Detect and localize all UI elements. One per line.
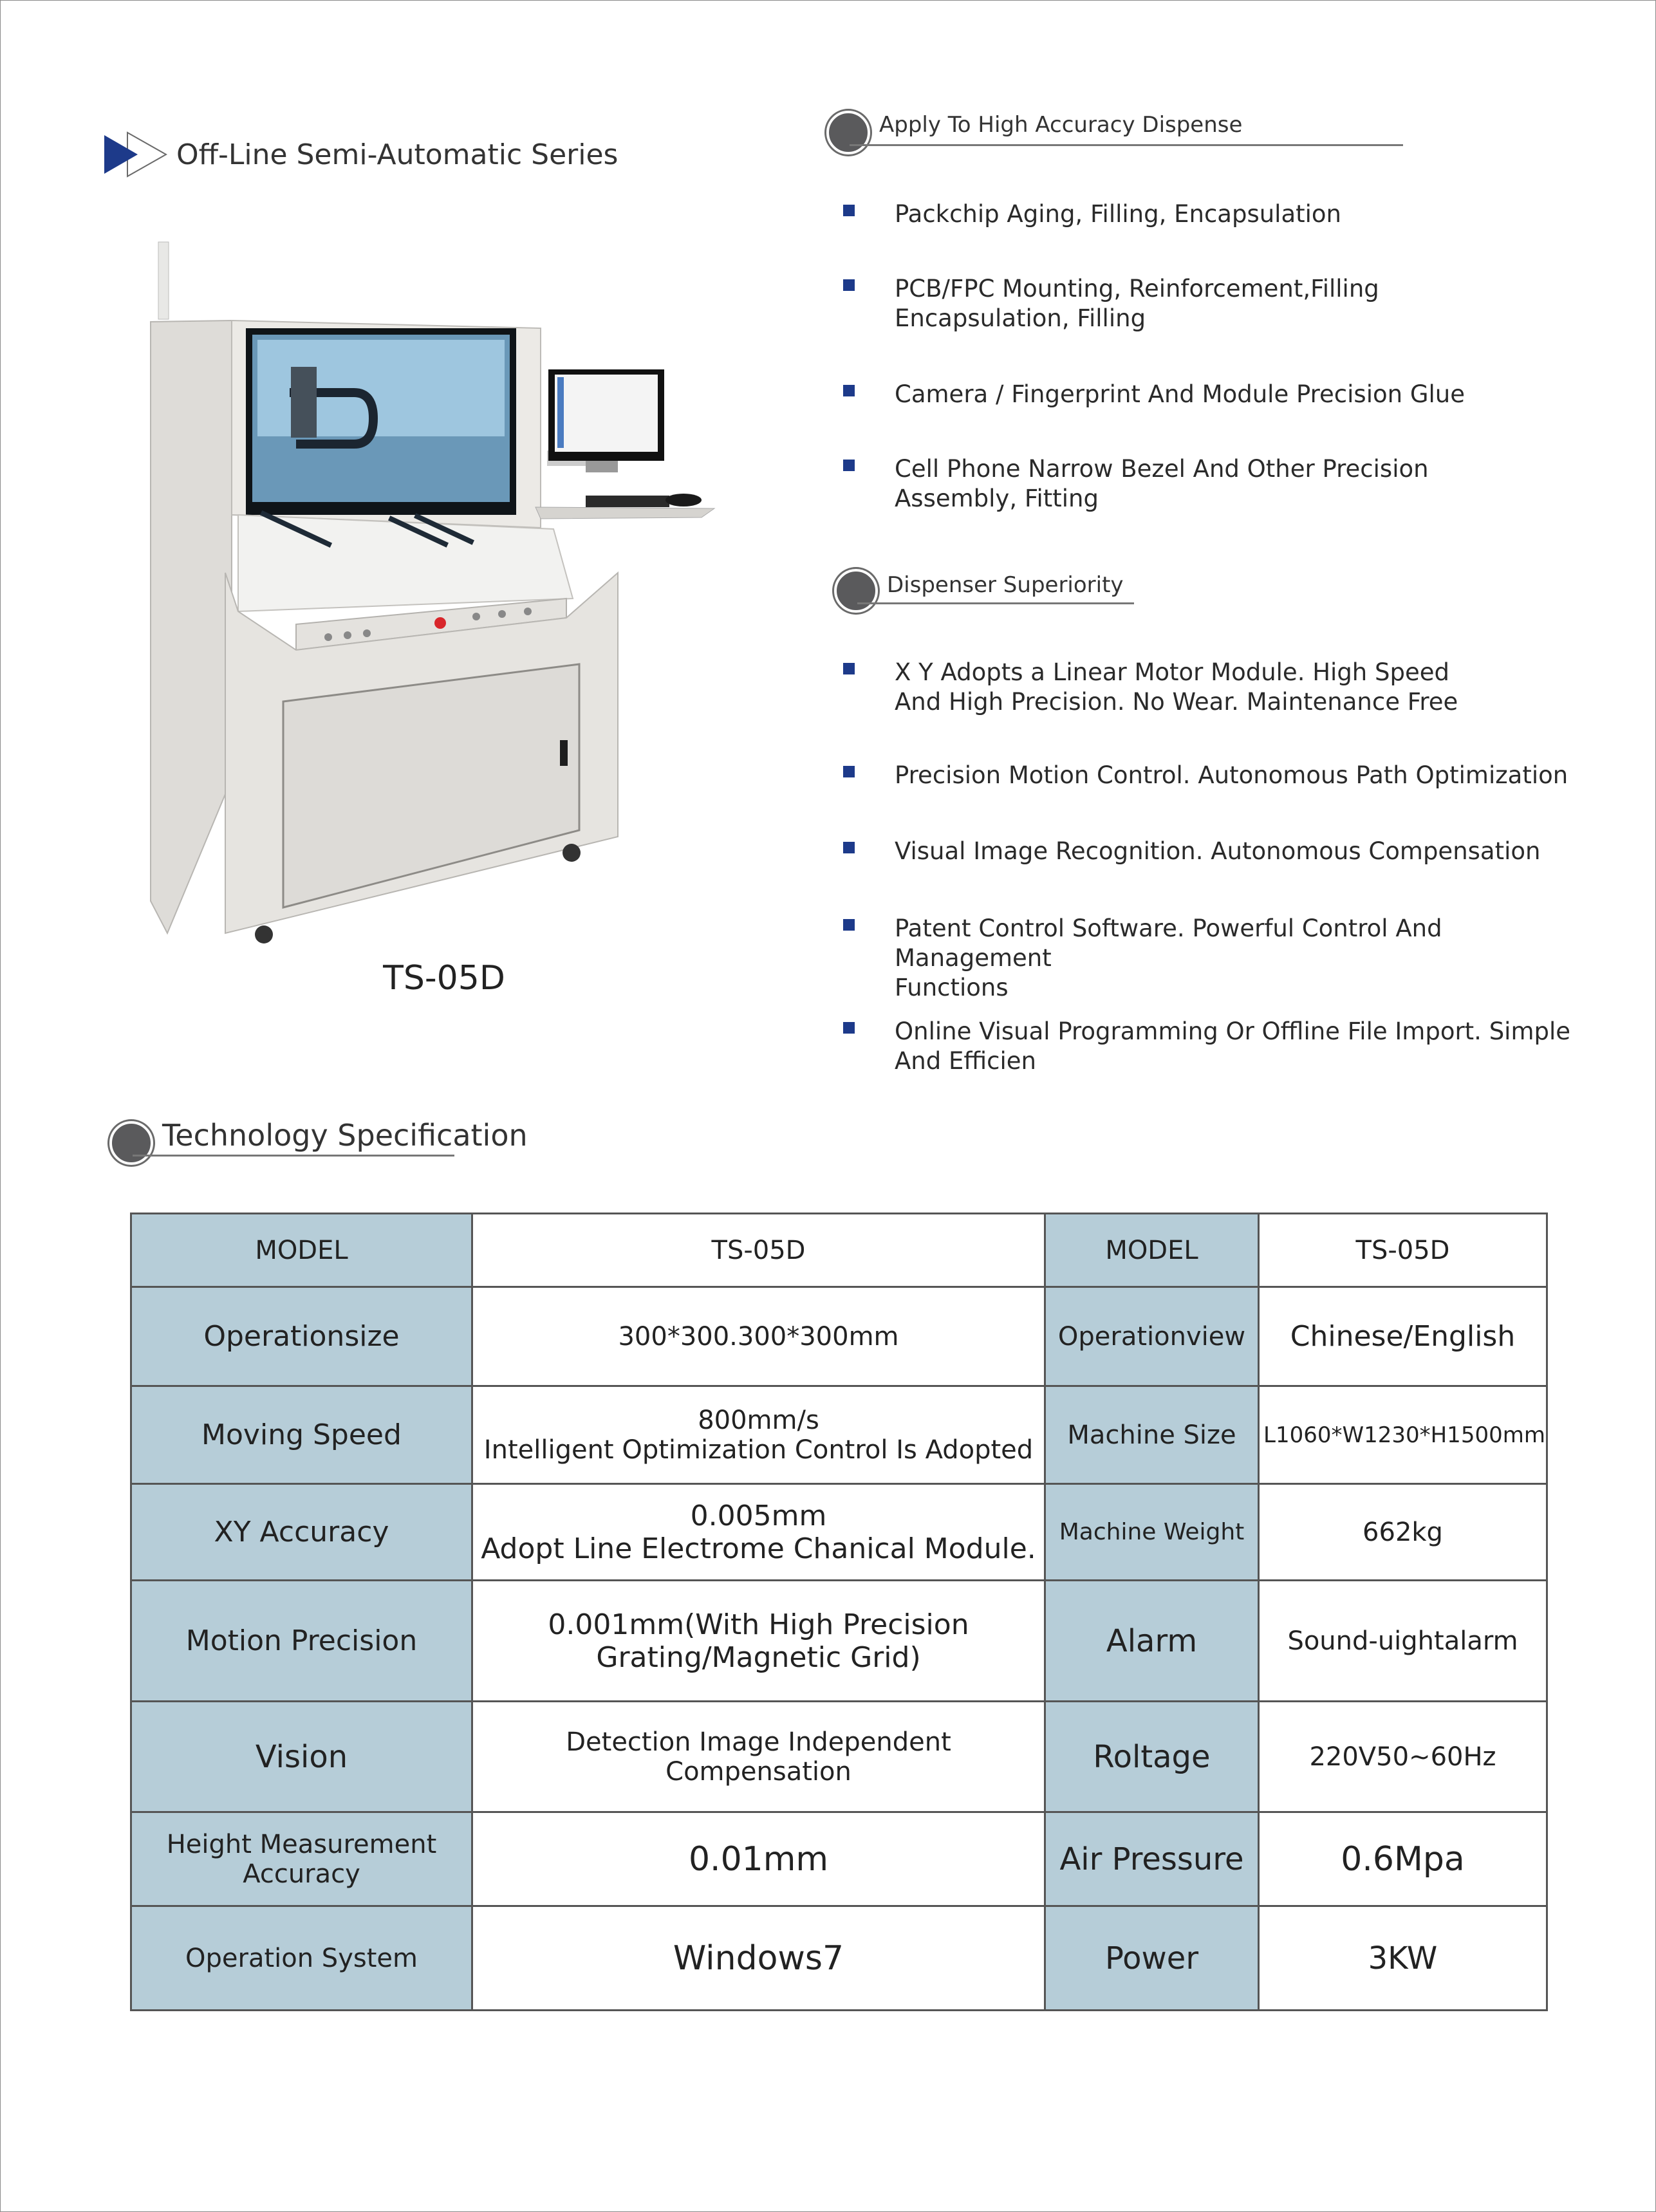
list-item-text: And High Precision. No Wear. Maintenance… (895, 688, 1458, 716)
spec-value: 300*300.300*300mm (471, 1286, 1046, 1387)
spec-value-line: 0.01mm (688, 1839, 829, 1879)
spec-label: Air Pressure (1044, 1811, 1260, 1907)
superiority-section-heading: Dispenser Superiority (834, 569, 1134, 613)
list-item-text: Encapsulation, Filling (895, 304, 1146, 332)
spec-label: Alarm (1044, 1579, 1260, 1702)
circle-bullet-icon (834, 569, 878, 613)
square-bullet-icon (843, 205, 855, 216)
square-bullet-icon (843, 279, 855, 291)
model-caption: TS-05D (383, 959, 505, 998)
spec-label: Machine Weight (1044, 1483, 1260, 1581)
square-bullet-icon (843, 460, 855, 471)
spec-label: Motion Precision (130, 1579, 473, 1702)
spec-value-line: Windows7 (673, 1938, 844, 1978)
spec-value: Sound-uightalarm (1258, 1579, 1548, 1702)
table-row: Vision Detection Image Independent Compe… (130, 1700, 1548, 1813)
spec-label: Power (1044, 1905, 1260, 2011)
spec-value-line: Intelligent Optimization Control Is Adop… (483, 1435, 1034, 1465)
list-item-text: Functions (895, 974, 1009, 1001)
spec-value-line: 800mm/s (698, 1405, 819, 1435)
circle-bullet-icon (826, 111, 870, 154)
table-row: MODEL TS-05D MODEL TS-05D (130, 1213, 1548, 1288)
spec-label: Moving Speed (130, 1385, 473, 1485)
list-item-text: Camera / Fingerprint And Module Precisio… (895, 380, 1465, 408)
spec-value: 0.01mm (471, 1811, 1046, 1907)
list-item-text: Cell Phone Narrow Bezel And Other Precis… (895, 455, 1429, 483)
list-item-text: Precision Motion Control. Autonomous Pat… (895, 761, 1568, 789)
spec-value-line: Detection Image Independent Compensation (566, 1727, 951, 1787)
spec-value-line: 0.001mm(With High Precision (548, 1608, 969, 1641)
table-row: Operationsize 300*300.300*300mm Operatio… (130, 1286, 1548, 1387)
spec-label: MODEL (1044, 1213, 1260, 1288)
spec-label: Operationsize (130, 1286, 473, 1387)
spec-section-heading: Technology Specification (109, 1118, 528, 1165)
apply-heading-text: Apply To High Accuracy Dispense (879, 112, 1243, 138)
series-title-text: Off-Line Semi-Automatic Series (176, 138, 619, 171)
series-title: Off-Line Semi-Automatic Series (104, 129, 618, 180)
spec-label: MODEL (130, 1213, 473, 1288)
list-item-text: Assembly, Fitting (895, 485, 1099, 512)
table-row: Operation System Windows7 Power 3KW (130, 1905, 1548, 2011)
play-arrow-icon (104, 129, 175, 180)
spec-heading-text: Technology Specification (162, 1118, 528, 1153)
heading-underline (857, 602, 1134, 604)
list-item-text: Visual Image Recognition. Autonomous Com… (895, 837, 1541, 865)
spec-label-line: Height Measurement (166, 1829, 437, 1859)
spec-value: 800mm/s Intelligent Optimization Control… (471, 1385, 1046, 1485)
spec-label: XY Accuracy (130, 1483, 473, 1581)
spec-value-line: TS-05D (711, 1235, 806, 1265)
spec-value: Windows7 (471, 1905, 1046, 2011)
square-bullet-icon (843, 385, 855, 396)
spec-value: 662kg (1258, 1483, 1548, 1581)
spec-label: Operation System (130, 1905, 473, 2011)
spec-value-line: Adopt Line Electrome Chanical Module. (481, 1532, 1036, 1565)
spec-label: Operationview (1044, 1286, 1260, 1387)
spec-value: TS-05D (1258, 1213, 1548, 1288)
table-row: XY Accuracy 0.005mm Adopt Line Electrome… (130, 1483, 1548, 1581)
spec-label: Roltage (1044, 1700, 1260, 1813)
spec-value-line: 0.005mm (690, 1499, 827, 1532)
spec-label: Machine Size (1044, 1385, 1260, 1485)
spec-label-line: Accuracy (243, 1859, 360, 1889)
list-item-text: Online Visual Programming Or Offline Fil… (895, 1018, 1571, 1045)
spec-label: Vision (130, 1700, 473, 1813)
list-item-text: X Y Adopts a Linear Motor Module. High S… (895, 658, 1450, 686)
superiority-heading-text: Dispenser Superiority (887, 572, 1124, 598)
square-bullet-icon (843, 1022, 855, 1034)
spec-value: Chinese/English (1258, 1286, 1548, 1387)
apply-section-heading: Apply To High Accuracy Dispense (826, 111, 1403, 154)
heading-underline (133, 1155, 454, 1157)
spec-label: Height Measurement Accuracy (130, 1811, 473, 1907)
table-row: Moving Speed 800mm/s Intelligent Optimiz… (130, 1385, 1548, 1485)
spec-value-line: 300*300.300*300mm (618, 1321, 899, 1352)
spec-value: Detection Image Independent Compensation (471, 1700, 1046, 1813)
spec-value: 220V50~60Hz (1258, 1700, 1548, 1813)
spec-value: 3KW (1258, 1905, 1548, 2011)
spec-value: 0.005mm Adopt Line Electrome Chanical Mo… (471, 1483, 1046, 1581)
machine-image (142, 238, 721, 953)
spec-value: TS-05D (471, 1213, 1046, 1288)
list-item-text: And Efficien (895, 1047, 1036, 1075)
spec-value-line: Grating/Magnetic Grid) (596, 1640, 921, 1674)
square-bullet-icon (843, 766, 855, 777)
heading-underline (850, 144, 1403, 146)
spec-table: MODEL TS-05D MODEL TS-05D Operationsize … (130, 1213, 1548, 2011)
square-bullet-icon (843, 919, 855, 931)
square-bullet-icon (843, 842, 855, 853)
square-bullet-icon (843, 663, 855, 674)
circle-bullet-icon (109, 1121, 153, 1165)
table-row: Motion Precision 0.001mm(With High Preci… (130, 1579, 1548, 1702)
list-item-text: PCB/FPC Mounting, Reinforcement,Filling (895, 275, 1379, 302)
spec-value: L1060*W1230*H1500mm (1258, 1385, 1548, 1485)
list-item-text: Patent Control Software. Powerful Contro… (895, 915, 1442, 972)
spec-value: 0.001mm(With High Precision Grating/Magn… (471, 1579, 1046, 1702)
spec-value: 0.6Mpa (1258, 1811, 1548, 1907)
list-item-text: Packchip Aging, Filling, Encapsulation (895, 200, 1342, 228)
table-row: Height Measurement Accuracy 0.01mm Air P… (130, 1811, 1548, 1907)
